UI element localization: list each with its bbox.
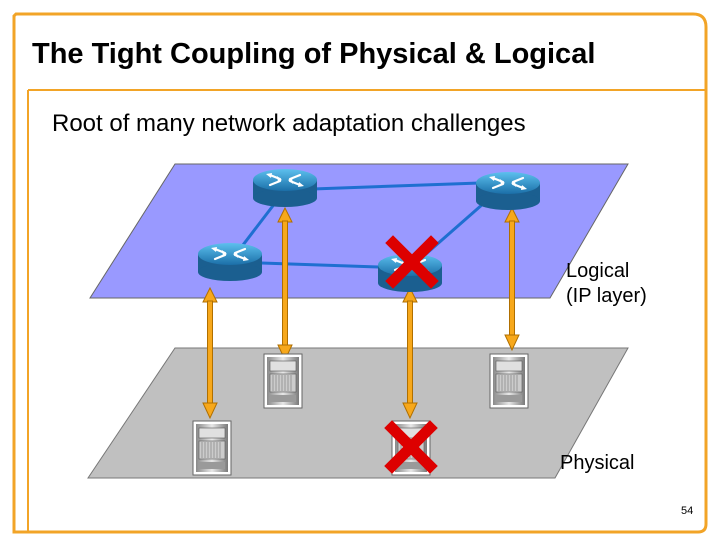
physical-layer-label: Physical bbox=[560, 452, 635, 474]
optical-switch-icon bbox=[192, 420, 232, 476]
slide-subtitle: Root of many network adaptation challeng… bbox=[52, 110, 526, 137]
slide-frame bbox=[12, 12, 708, 534]
logical-layer-label: Logical (IP layer) bbox=[566, 259, 647, 309]
page-number: 54 bbox=[681, 505, 694, 517]
arrow-3 bbox=[402, 286, 418, 420]
logical-layer-plane bbox=[89, 163, 629, 299]
router-icon bbox=[474, 170, 542, 212]
physical-layer-plane bbox=[87, 347, 629, 479]
arrow-2 bbox=[277, 206, 293, 362]
arrow-4 bbox=[504, 206, 520, 352]
ip-link-top bbox=[284, 180, 509, 192]
router-icon bbox=[251, 167, 319, 209]
logical-label-line1: Logical bbox=[566, 260, 630, 282]
optical-switch-icon bbox=[263, 353, 303, 409]
router-icon bbox=[196, 241, 264, 283]
slide-title: The Tight Coupling of Physical & Logical bbox=[32, 38, 596, 70]
logical-label-line2: (IP layer) bbox=[566, 285, 647, 307]
optical-switch-icon bbox=[489, 353, 529, 409]
arrow-1 bbox=[202, 286, 218, 420]
cross-layer-arrows bbox=[202, 206, 520, 420]
